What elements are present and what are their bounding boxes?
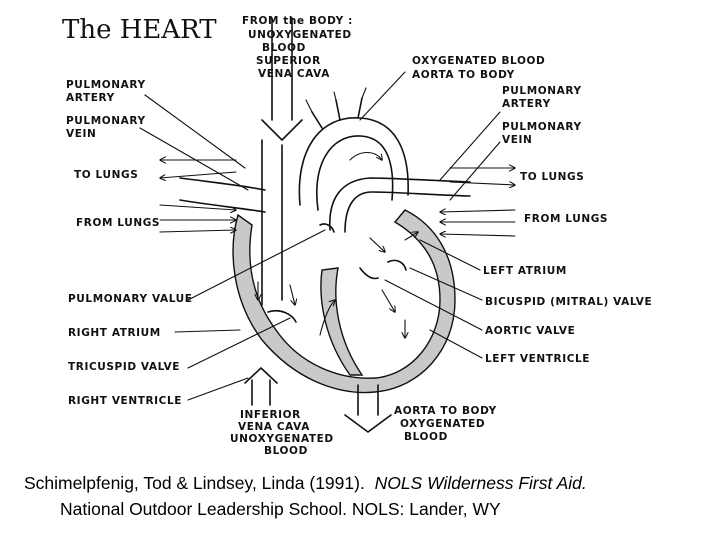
label-from-lungs-right: FROM LUNGS	[524, 213, 608, 225]
label-oxygenated-blood: OXYGENATED BLOOD	[412, 55, 545, 67]
labels: FROM the BODY : UNOXYGENATED BLOOD SUPER…	[66, 15, 652, 457]
label-left-atrium: LEFT ATRIUM	[483, 265, 567, 277]
citation-line-1: Schimelpfenig, Tod & Lindsey, Linda (199…	[24, 473, 713, 494]
label-from-lungs-left: FROM LUNGS	[76, 217, 160, 229]
label-pulmonary-artery-left: PULMONARY	[66, 79, 146, 91]
label-bicuspid-valve: BICUSPID (MITRAL) VALVE	[485, 296, 652, 308]
label-inferior-vena-cava: VENA CAVA	[238, 421, 310, 433]
label-aortic-valve: AORTIC VALVE	[485, 325, 575, 337]
lung-arrows	[160, 160, 515, 236]
label-vein-right: VEIN	[502, 134, 532, 146]
label-right-atrium: RIGHT ATRIUM	[68, 327, 161, 339]
citation-book-title: NOLS Wilderness First Aid.	[374, 473, 587, 493]
diagram-title: The HEART	[62, 15, 217, 45]
heart-diagram: The HEART	[62, 15, 652, 457]
label-aorta-to-body-bottom: AORTA TO BODY	[394, 405, 497, 417]
label-aorta-oxygenated: OXYGENATED	[400, 418, 485, 430]
label-superior: SUPERIOR	[256, 55, 321, 67]
label-right-ventricle: RIGHT VENTRICLE	[68, 395, 182, 407]
label-to-lungs-right: TO LUNGS	[520, 171, 584, 183]
label-inferior-blood: BLOOD	[264, 445, 308, 457]
label-pulmonary-vein-left: PULMONARY	[66, 115, 146, 127]
label-inferior-unoxygenated: UNOXYGENATED	[230, 433, 334, 445]
label-artery-right: ARTERY	[502, 98, 551, 110]
label-from-body: FROM the BODY :	[242, 15, 353, 27]
label-pulmonary-artery-right: PULMONARY	[502, 85, 582, 97]
leader-lines	[139, 71, 501, 401]
label-artery-left: ARTERY	[66, 92, 115, 104]
label-left-ventricle: LEFT VENTRICLE	[485, 353, 590, 365]
citation-line-2: National Outdoor Leadership School. NOLS…	[60, 499, 501, 519]
heart-drawing	[179, 17, 471, 433]
label-inferior: INFERIOR	[240, 409, 301, 421]
label-tricuspid-valve: TRICUSPID VALVE	[68, 361, 180, 373]
label-pulmonary-value: PULMONARY VALUE	[68, 293, 193, 305]
label-aorta-to-body: AORTA TO BODY	[412, 69, 515, 81]
label-from-body-3: BLOOD	[262, 42, 306, 54]
label-from-body-2: UNOXYGENATED	[248, 29, 352, 41]
label-vena-cava: VENA CAVA	[258, 68, 330, 80]
label-to-lungs-left: TO LUNGS	[74, 169, 138, 181]
label-pulmonary-vein-right: PULMONARY	[502, 121, 582, 133]
label-aorta-blood: BLOOD	[404, 431, 448, 443]
label-vein-left: VEIN	[66, 128, 96, 140]
citation-authors: Schimelpfenig, Tod & Lindsey, Linda (199…	[24, 473, 365, 493]
